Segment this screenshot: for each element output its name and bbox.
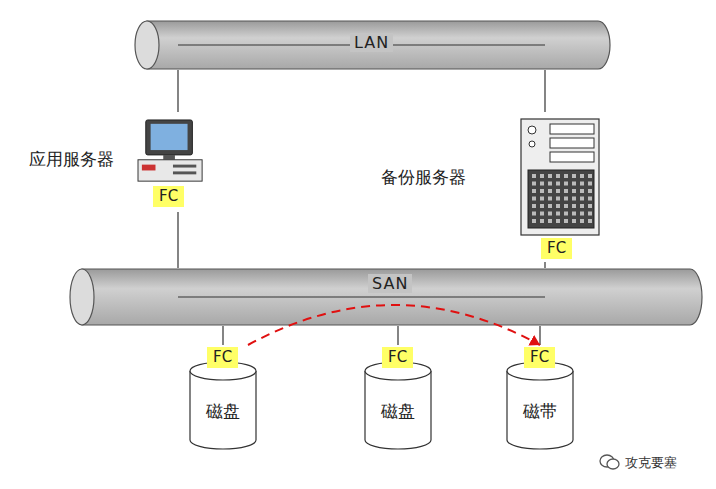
server-label: 应用服务器	[29, 148, 114, 171]
fc-tag: FC	[541, 238, 572, 259]
disk-node: FC 磁带	[505, 345, 575, 450]
disk-node: FC 磁盘	[188, 345, 258, 450]
text-slot: 磁带	[523, 400, 557, 423]
fc-tag: FC	[153, 186, 184, 207]
text-slot: LAN	[350, 33, 393, 52]
pc-icon	[138, 118, 206, 186]
backup-flow-arrow	[248, 305, 540, 345]
disk-label: 磁盘	[206, 400, 240, 423]
server-label: 备份服务器	[381, 166, 466, 189]
server-tower-icon	[520, 118, 600, 236]
wechat-icon	[599, 453, 621, 471]
text-slot: FC	[524, 347, 555, 368]
bus-label: LAN	[350, 33, 393, 52]
watermark: 攻克要塞	[625, 454, 677, 472]
pipe-end	[135, 21, 159, 69]
text-slot: FC	[382, 347, 413, 368]
pipe-end	[70, 269, 94, 325]
fc-tag: FC	[382, 347, 413, 368]
text-slot: SAN	[368, 274, 412, 293]
link-line	[222, 326, 223, 345]
text-slot: 备份服务器	[381, 166, 466, 189]
text-slot: 磁盘	[206, 400, 240, 423]
disk-label: 磁盘	[381, 400, 415, 423]
pipe-node: LAN	[135, 20, 610, 70]
link-line	[539, 326, 540, 345]
pc-node: 应用服务器 FC	[25, 112, 210, 212]
fc-tag: FC	[524, 347, 555, 368]
fc-tag: FC	[207, 347, 238, 368]
bus-label: SAN	[368, 274, 412, 293]
pipe-node: SAN	[70, 268, 702, 326]
watermark-holder: 攻克要塞	[625, 452, 677, 472]
text-slot: 磁盘	[381, 400, 415, 423]
pipe-body	[147, 21, 610, 69]
link-line	[177, 70, 178, 112]
text-slot: FC	[153, 186, 184, 207]
link-line	[177, 212, 178, 268]
link-line	[544, 262, 545, 268]
text-slot: 应用服务器	[29, 148, 114, 171]
text-slot: FC	[207, 347, 238, 368]
tape-label: 磁带	[523, 400, 557, 423]
tower-holder	[520, 118, 600, 236]
pc-holder	[138, 118, 206, 186]
disk-node: FC 磁盘	[363, 345, 433, 450]
text-slot: FC	[541, 238, 572, 259]
link-line	[397, 326, 398, 345]
tower-node: 备份服务器 FC	[375, 112, 605, 262]
bus-line	[178, 296, 545, 297]
link-line	[544, 70, 545, 112]
pipe-body	[82, 269, 702, 325]
